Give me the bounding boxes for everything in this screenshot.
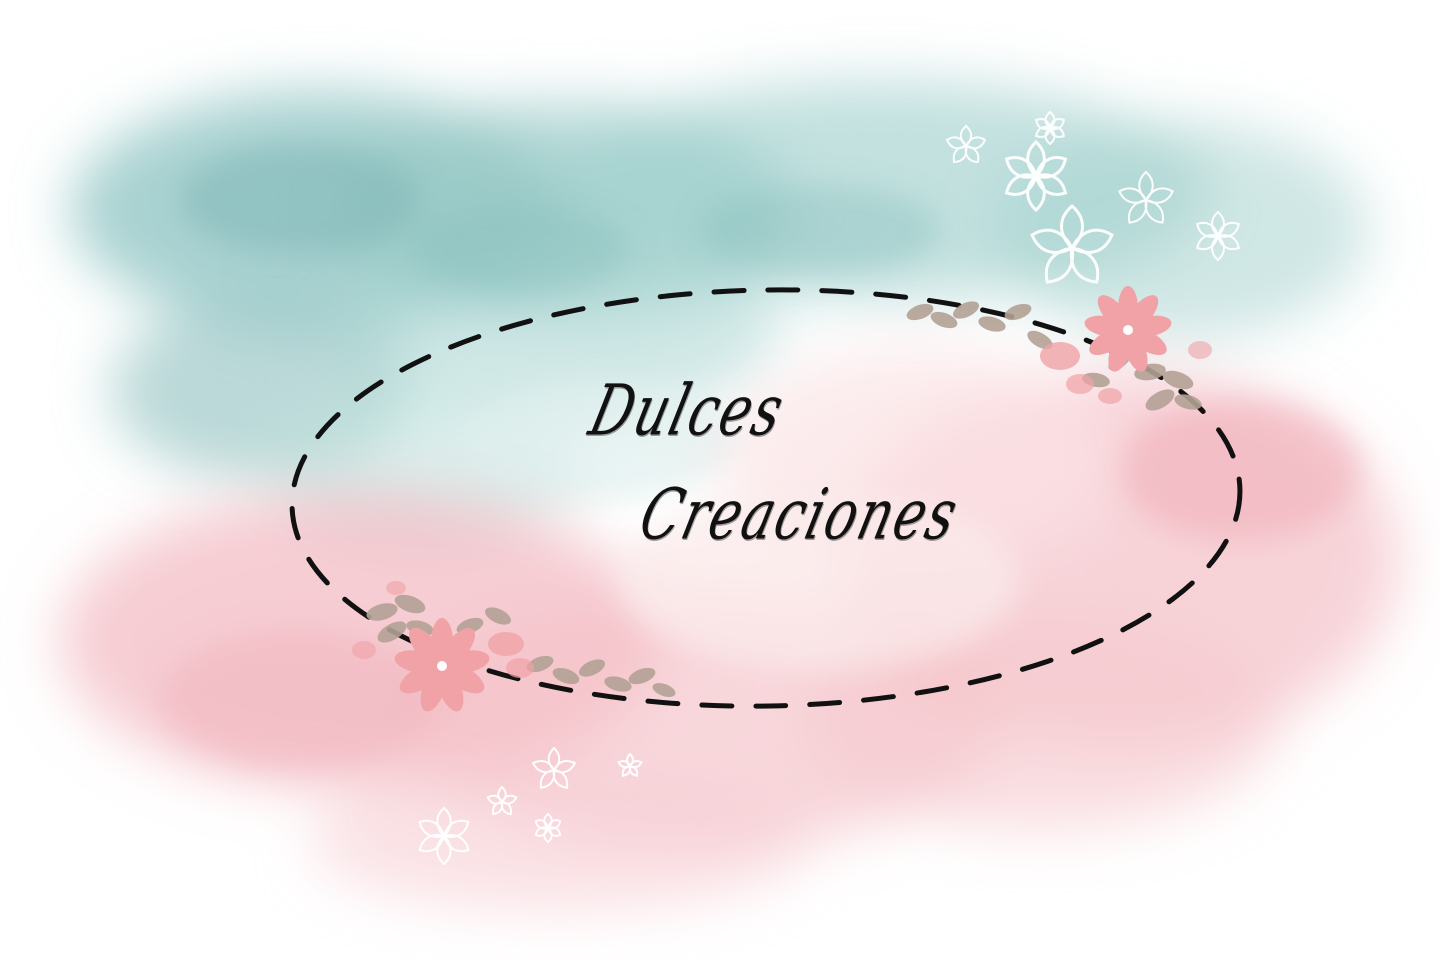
dashed-oval-frame [289, 287, 1243, 709]
flower-cluster-bottom-left [352, 581, 676, 712]
logo-title-line-1: Dulces [582, 371, 793, 452]
logo-title-line-2: Creaciones [632, 475, 967, 556]
white-flower-outlines-bottom [418, 746, 643, 866]
white-flower-outlines [945, 110, 1240, 284]
flower-cluster-top-right [906, 286, 1212, 411]
